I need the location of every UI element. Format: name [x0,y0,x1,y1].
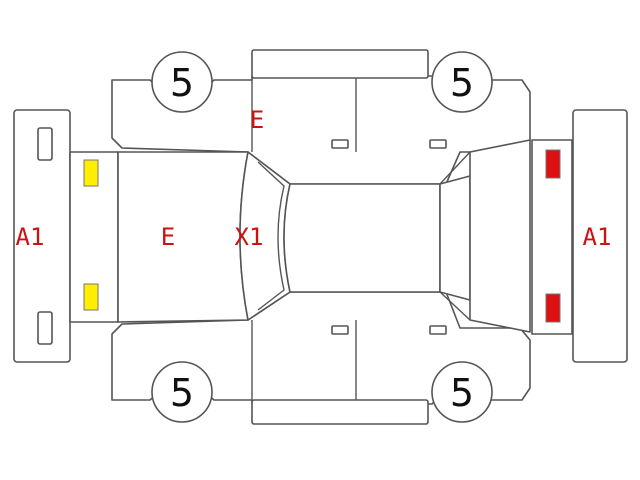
tire-rear-right-rating: 5 [450,371,474,415]
rear-bumper [572,109,628,363]
tire-front-right-rating: 5 [170,371,194,415]
front-right-lamp [83,283,99,311]
tire-front-left: 5 [151,51,213,113]
tire-front-right: 5 [151,361,213,423]
tire-rear-left: 5 [431,51,493,113]
windshield-damage-code: X1 [235,223,264,251]
rear-right-lamp [545,293,561,323]
tire-rear-right: 5 [431,361,493,423]
hood-damage-code: E [161,223,175,251]
left-front-fender-damage-code: E [250,106,264,134]
rear-bumper-damage-code: A1 [583,223,612,251]
top-view [69,139,573,335]
front-left-lamp [83,159,99,187]
tire-rear-left-rating: 5 [450,61,474,105]
front-bumper-damage-code: A1 [16,223,45,251]
tire-front-left-rating: 5 [170,61,194,105]
right-side-view [111,291,531,425]
rear-left-lamp [545,149,561,179]
